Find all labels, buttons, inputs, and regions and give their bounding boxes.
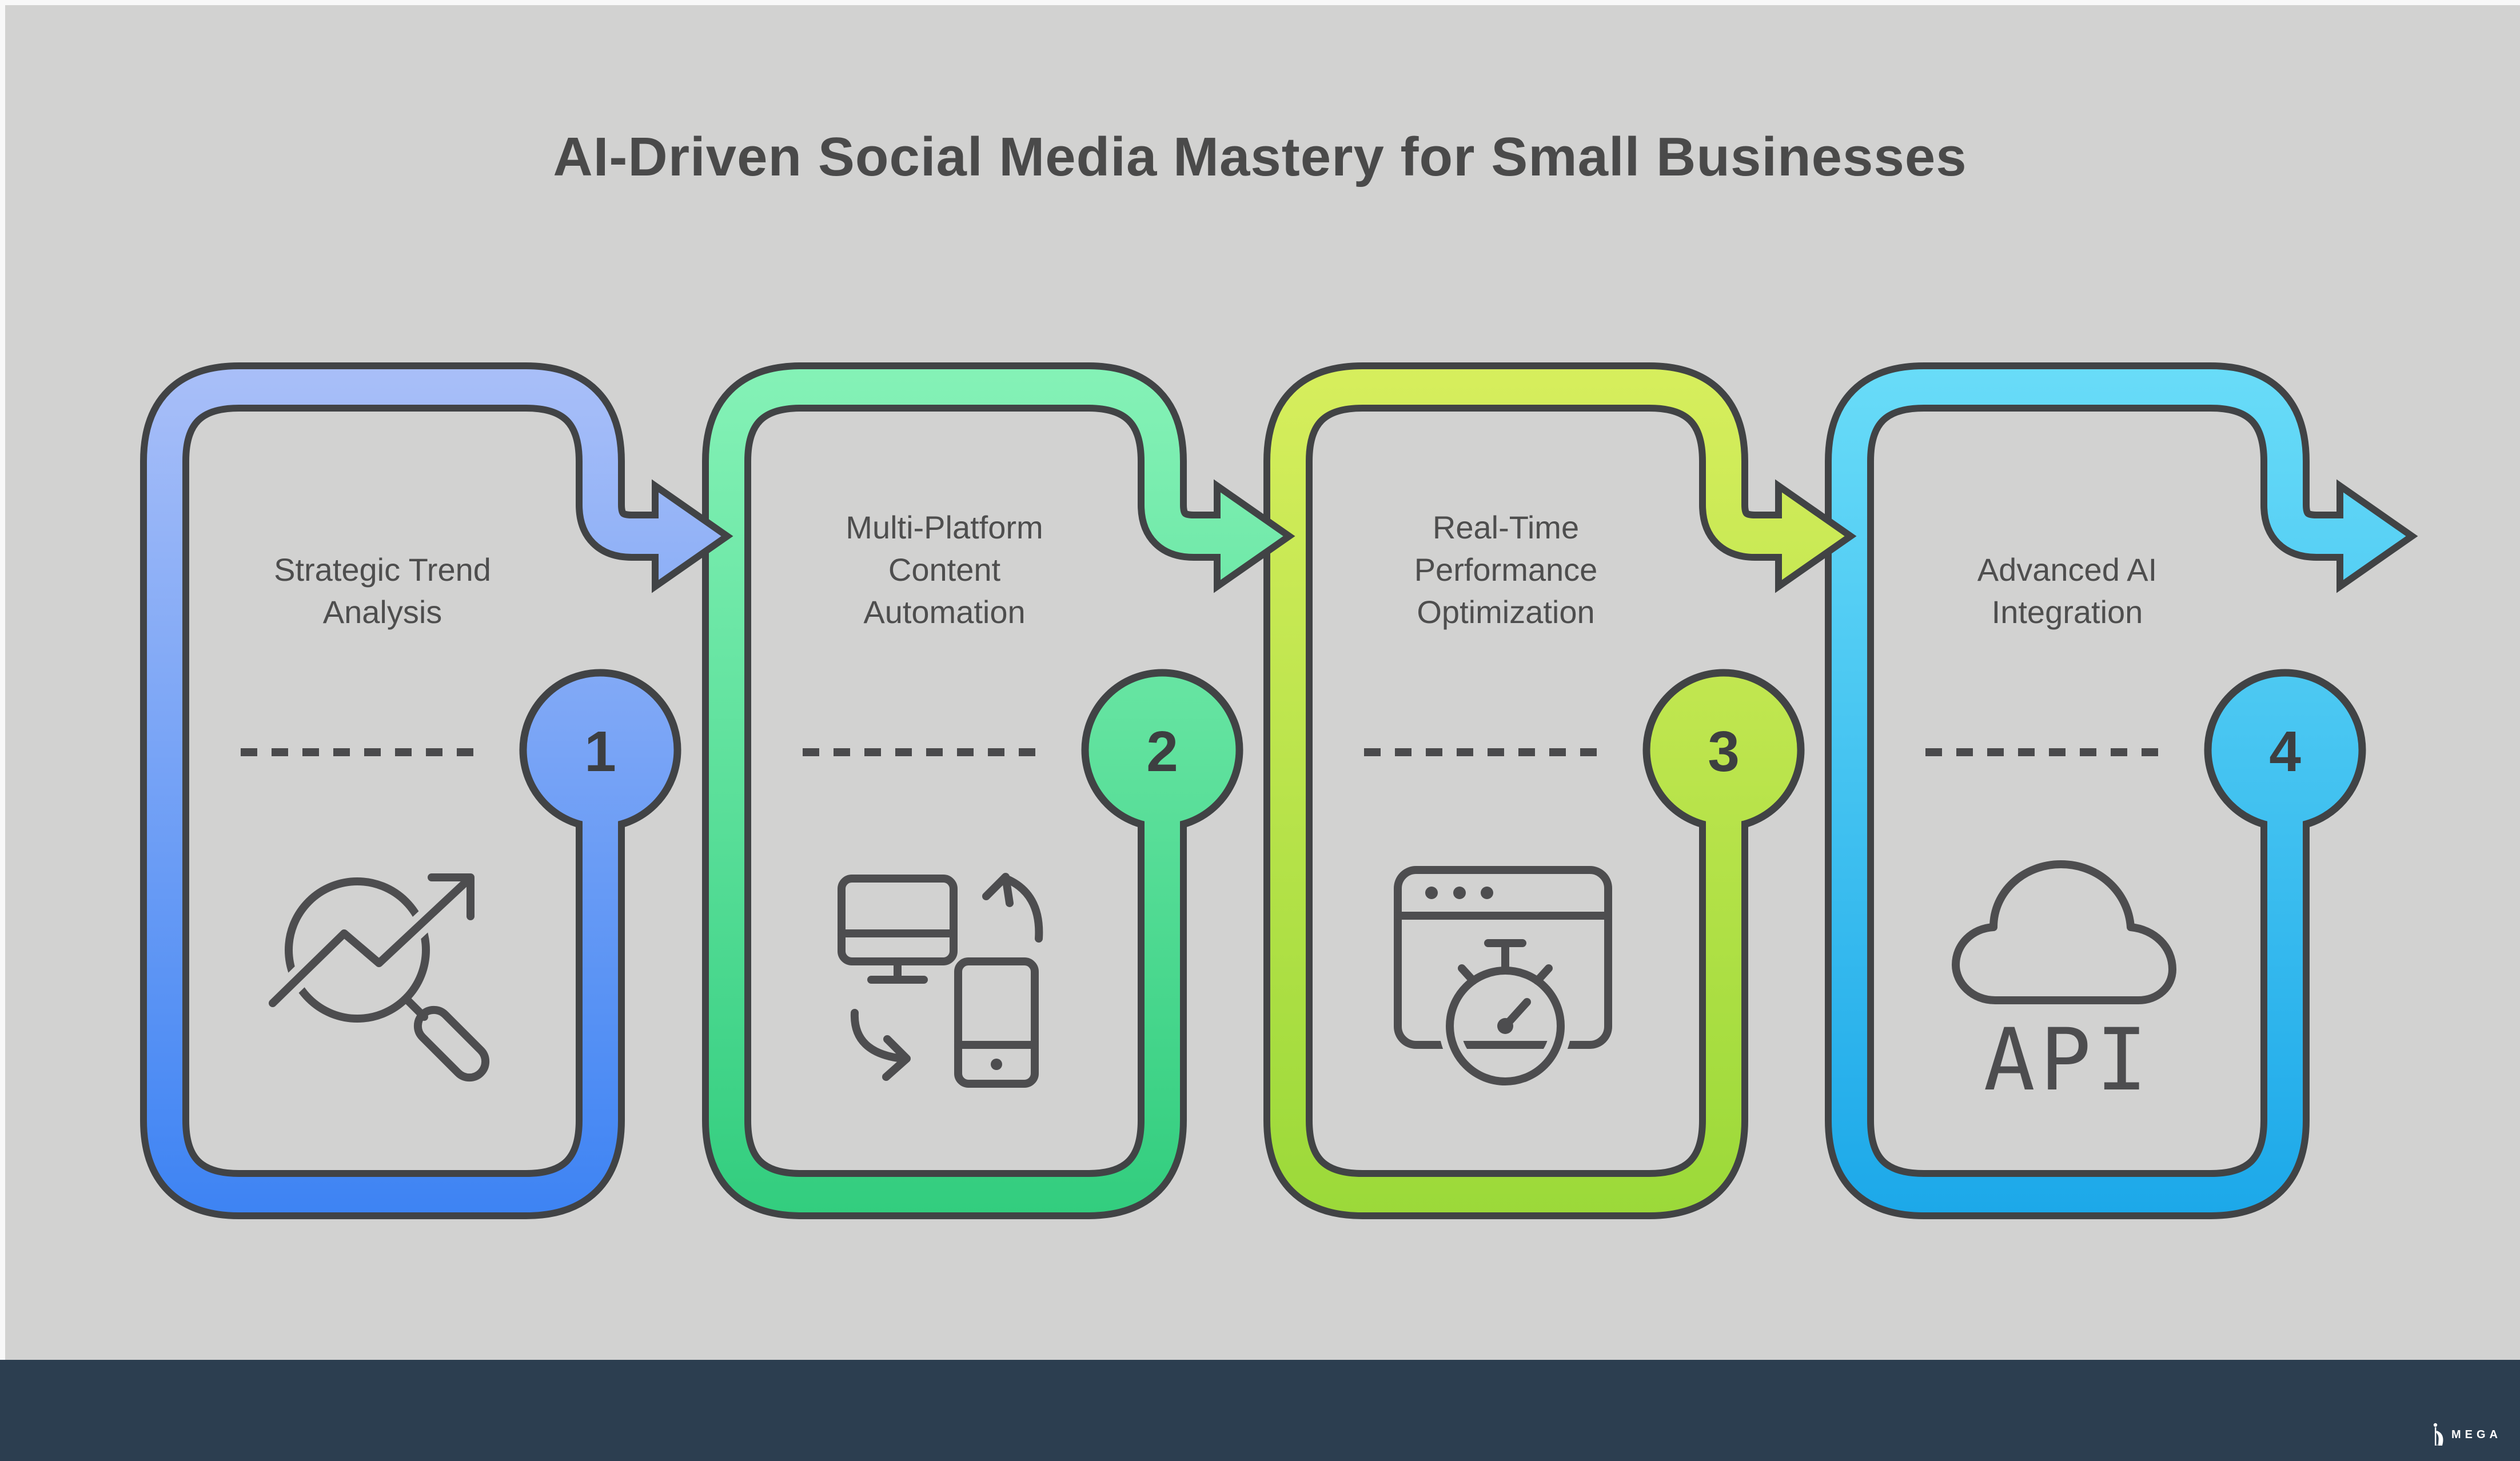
step-1-label: Strategic Trend Analysis <box>274 552 491 630</box>
step-2-label: Multi-Platform Content Automation <box>846 509 1043 630</box>
page-title: AI-Driven Social Media Mastery for Small… <box>553 126 1967 187</box>
trend-analysis-magnifier-icon <box>262 871 490 1082</box>
devices-sync-icon <box>838 873 1043 1088</box>
mega-figure-icon <box>2433 1423 2443 1446</box>
step-4-label: Advanced AI Integration <box>1977 552 2158 630</box>
step-4-band <box>1825 362 2418 1219</box>
step-4-number: 4 <box>2269 720 2301 784</box>
brand-logo: MEGA <box>2431 1422 2502 1448</box>
step-3-label: Real-Time Performance Optimization <box>1414 509 1598 630</box>
step-2-band <box>702 362 1295 1219</box>
api-icon-label: API <box>1983 1011 2152 1110</box>
browser-stopwatch-icon <box>1394 866 1612 1092</box>
step-3-number: 3 <box>1708 720 1740 784</box>
footer-bar <box>0 1360 2520 1461</box>
step-1-band <box>140 362 733 1219</box>
step-3-band <box>1263 362 1857 1219</box>
cloud-api-icon <box>1952 860 2176 1004</box>
top-edge-strip <box>0 0 2520 5</box>
step-1-number: 1 <box>584 720 616 784</box>
left-edge-strip <box>0 0 5 1360</box>
brand-name: MEGA <box>2451 1428 2502 1441</box>
step-2-number: 2 <box>1146 720 1178 784</box>
